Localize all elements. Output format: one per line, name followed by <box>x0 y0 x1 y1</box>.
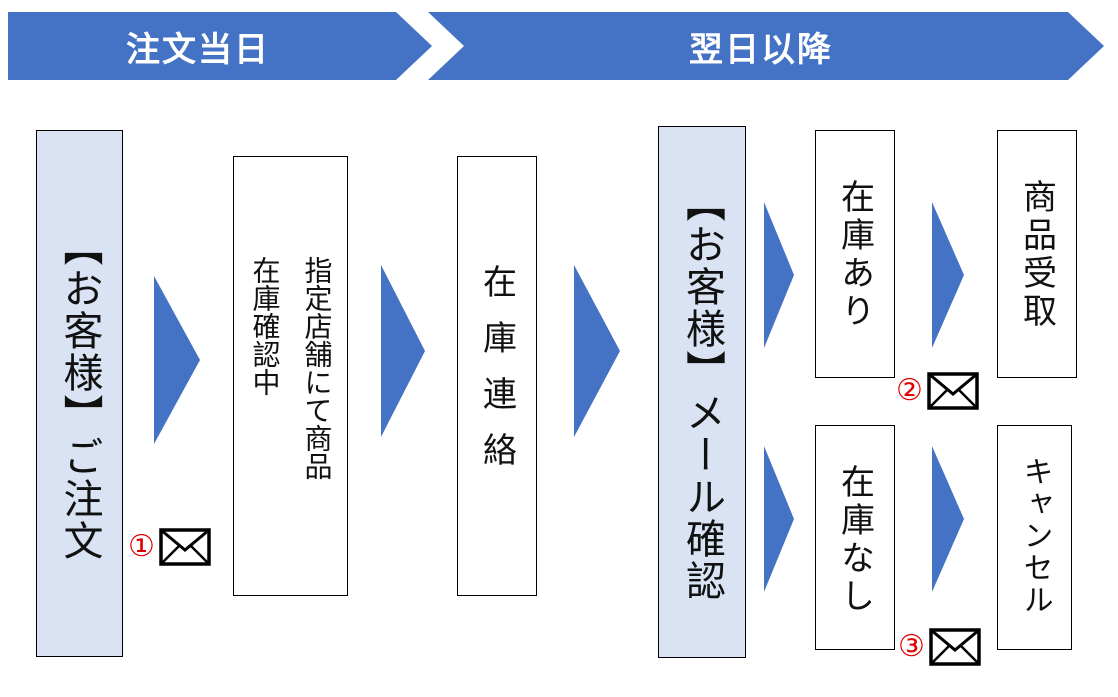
step-in-stock: 在庫あり <box>815 130 895 378</box>
step-customer-mail-check-label: 【お客様】メール確認 <box>679 182 725 602</box>
step-receive: 商品受取 <box>997 130 1077 378</box>
flow-arrow-5 <box>764 446 794 592</box>
flow-arrow-3 <box>574 265 620 437</box>
step-store-check: 指定店舗にて商品在庫確認中 <box>233 156 348 596</box>
mail-marker-1-number: ① <box>128 529 155 564</box>
step-receive-label: 商品受取 <box>1016 179 1057 331</box>
mail-marker-2: ② <box>896 372 979 410</box>
mail-marker-3-number: ③ <box>898 629 925 664</box>
step-store-check-label: 指定店舗にて商品在庫確認中 <box>248 256 334 480</box>
chevron-banner-shape <box>8 12 432 80</box>
flow-arrow-4 <box>764 202 794 348</box>
phase-label-next-day: 翌日以降 <box>689 29 833 70</box>
flow-arrow-7 <box>932 446 964 592</box>
step-customer-order: 【お客様】ご注文 <box>36 130 123 657</box>
flow-arrow-6 <box>932 202 964 348</box>
phase-banner-next-day: 翌日以降 <box>428 12 1104 80</box>
flow-arrow-1 <box>154 276 200 444</box>
step-cancel-label: キャンセル <box>1017 456 1053 616</box>
step-stock-contact-label: 在庫連絡 <box>476 264 517 488</box>
step-customer-order-label: 【お客様】ご注文 <box>56 225 103 562</box>
step-in-stock-label: 在庫あり <box>834 179 875 331</box>
chevron-banner-shape <box>428 12 1104 80</box>
mail-marker-3: ③ <box>898 628 981 666</box>
step-no-stock-label: 在庫なし <box>834 464 875 616</box>
phase-banner-order-day: 注文当日 <box>8 12 432 80</box>
mail-marker-2-number: ② <box>896 373 923 408</box>
flow-arrow-2 <box>381 265 425 437</box>
step-cancel: キャンセル <box>997 425 1072 650</box>
step-stock-contact: 在庫連絡 <box>457 156 537 596</box>
phase-label-order-day: 注文当日 <box>126 29 270 70</box>
step-no-stock: 在庫なし <box>815 425 895 650</box>
step-customer-mail-check: 【お客様】メール確認 <box>658 126 746 658</box>
envelope-icon <box>159 528 211 566</box>
envelope-icon <box>927 372 979 410</box>
envelope-icon <box>929 628 981 666</box>
mail-marker-1: ① <box>128 528 211 566</box>
